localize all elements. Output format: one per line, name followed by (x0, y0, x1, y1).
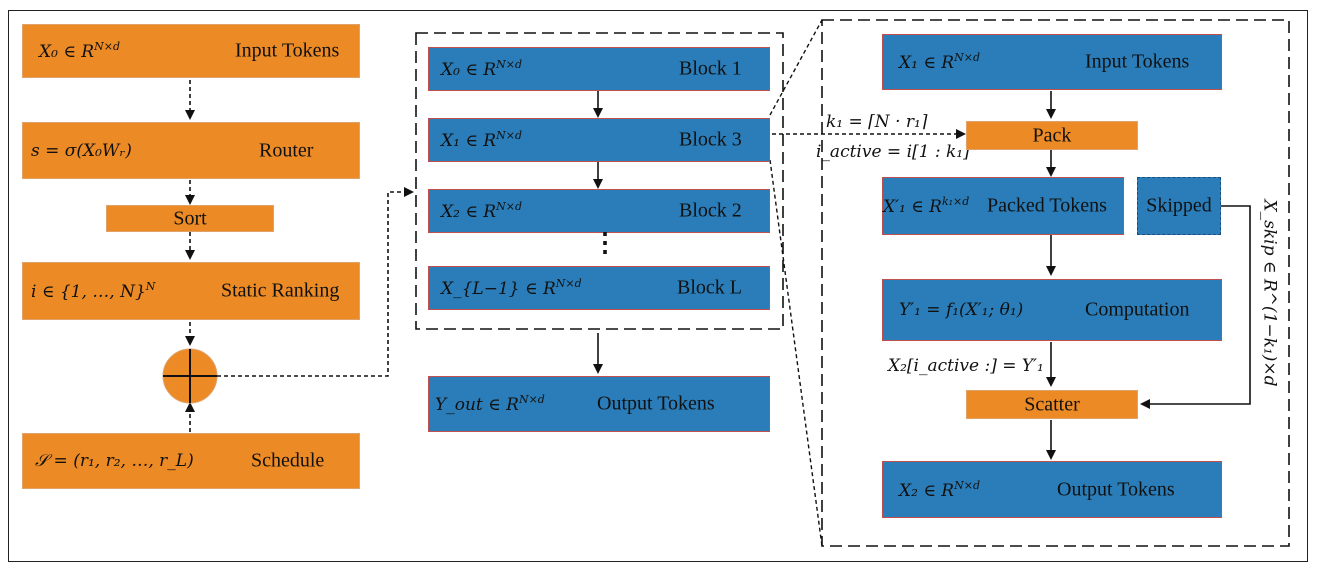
sort-box: Sort (106, 205, 274, 232)
static-ranking-box: i ∈ {1, …, N}N Static Ranking (22, 262, 360, 320)
input-tokens-box: X₀ ∈ RN×d Input Tokens (22, 24, 360, 78)
block-detail-container (821, 19, 1290, 547)
router-box: s = σ(X₀Wᵣ) Router (22, 122, 360, 179)
block-3-label: Block 3 (679, 128, 742, 151)
arrow-combine-blocks (217, 187, 414, 377)
xskip-label: X_skip ∈ R^(1−k₁)×d (1259, 199, 1280, 387)
pack-box: Pack (966, 121, 1138, 150)
scatter-label: Scatter (1024, 393, 1080, 415)
block-l-box: X_{L−1} ∈ RN×d Block L (428, 266, 770, 310)
static-ranking-label: Static Ranking (221, 279, 340, 302)
skipped-box: Skipped (1137, 177, 1221, 235)
block-1-label: Block 1 (679, 57, 742, 80)
skipped-label: Skipped (1146, 194, 1212, 217)
block-2-box: X₂ ∈ RN×d Block 2 (428, 189, 770, 233)
arrow-skipped-scatter (1140, 205, 1251, 409)
pack-label: Pack (1032, 124, 1072, 146)
k1-formula: k₁ = ⌈N · r₁⌉ (826, 112, 928, 132)
detail-output-tokens-label: Output Tokens (1057, 478, 1175, 500)
sort-label: Sort (173, 207, 207, 229)
iactive-formula: i_active = i[1 : k₁] (816, 142, 970, 162)
computation-label: Computation (1085, 298, 1190, 321)
scatter-box: Scatter (966, 390, 1138, 419)
blocks-container (415, 32, 784, 330)
schedule-label: Schedule (251, 449, 325, 472)
ellipsis-dots: ⋮ (592, 228, 618, 258)
output-tokens-label: Output Tokens (597, 392, 715, 415)
computation-box: Y′₁ = f₁(X′₁; θ₁) Computation (882, 279, 1222, 341)
block-1-box: X₀ ∈ RN×d Block 1 (428, 47, 770, 91)
router-label: Router (259, 139, 314, 161)
figure-frame (8, 10, 1308, 562)
packed-tokens-box: X′₁ ∈ Rk₁×d Packed Tokens (882, 177, 1124, 235)
assignment-formula: X₂[i_active :] = Y′₁ (888, 356, 1044, 376)
detail-input-tokens-box: X₁ ∈ RN×d Input Tokens (882, 34, 1222, 90)
block-2-label: Block 2 (679, 199, 742, 222)
detail-output-tokens-box: X₂ ∈ RN×d Output Tokens (882, 461, 1222, 518)
block-3-box: X₁ ∈ RN×d Block 3 (428, 118, 770, 162)
detail-input-tokens-label: Input Tokens (1085, 50, 1190, 73)
output-tokens-box: Y_out ∈ RN×d Output Tokens (428, 376, 770, 432)
block-l-label: Block L (677, 276, 742, 299)
schedule-box: 𝒮 = (r₁, r₂, …, r_L) Schedule (22, 433, 360, 489)
packed-tokens-label: Packed Tokens (987, 194, 1107, 217)
input-tokens-label: Input Tokens (235, 39, 340, 62)
